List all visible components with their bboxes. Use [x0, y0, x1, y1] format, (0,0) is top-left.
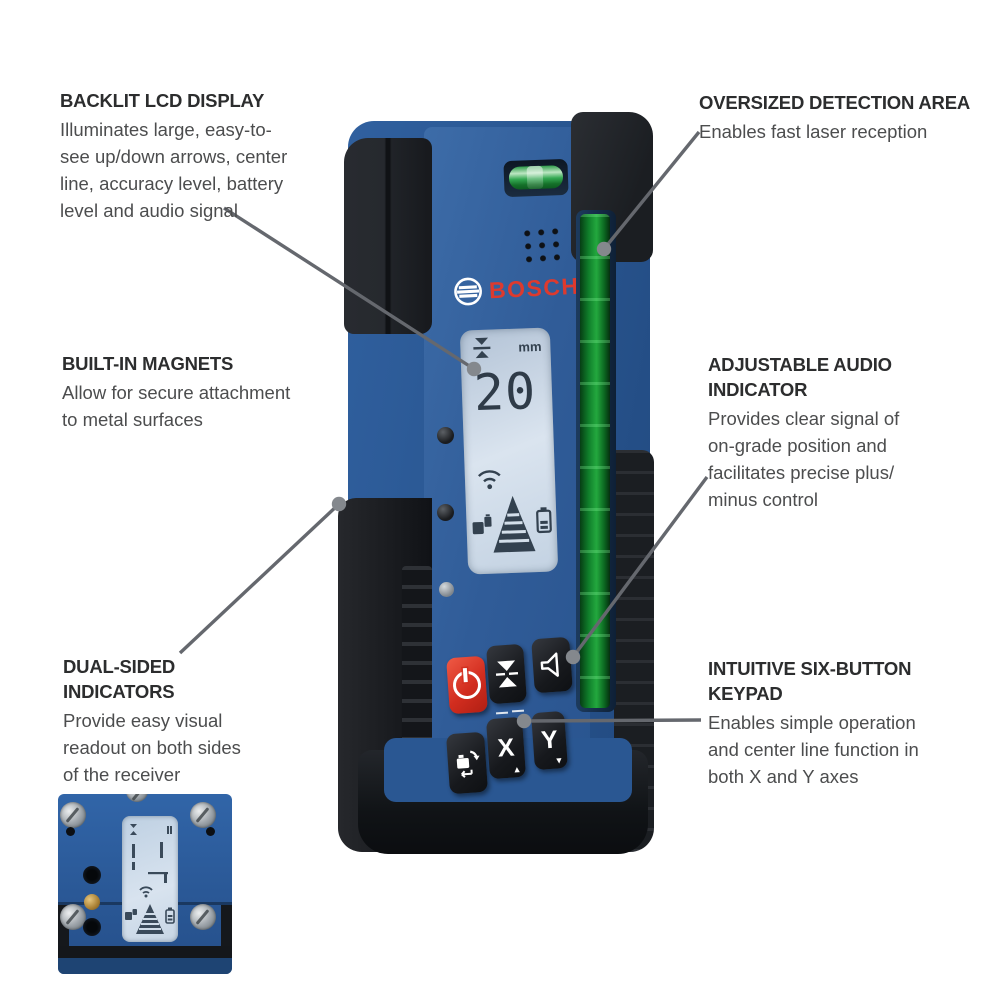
magnet-screw — [190, 904, 216, 930]
callout-title: ADJUSTABLE AUDIO INDICATOR — [708, 354, 892, 400]
callout-body: Illuminates large, easy-to- see up/down … — [60, 119, 288, 221]
battery-icon — [536, 507, 552, 534]
magnet-screw — [60, 904, 86, 930]
brass-screw — [84, 894, 100, 910]
mount-mode-icon — [456, 750, 480, 778]
x-key-label: X — [496, 732, 516, 763]
magnet-screw — [126, 794, 148, 802]
detection-strip-recess — [576, 210, 616, 712]
led-indicator — [439, 582, 454, 597]
y-axis-button: Y ▼ — [531, 710, 568, 771]
callout-dual-sided-indicators: DUAL-SIDED INDICATORS Provide easy visua… — [63, 654, 313, 788]
rear-lcd-display — [122, 816, 178, 942]
top-left-rubber-bumper — [344, 138, 432, 334]
magnet-screw — [60, 802, 86, 828]
led-indicator — [437, 504, 454, 521]
callout-title: BUILT-IN MAGNETS — [62, 353, 234, 374]
callout-body: Allow for secure attachment to metal sur… — [62, 382, 291, 430]
mount-mode-button — [445, 731, 489, 795]
audio-button — [531, 636, 573, 694]
callout-title: INTUITIVE SIX-BUTTON KEYPAD — [708, 658, 912, 704]
mount-hole — [83, 866, 101, 884]
side-bumper-edge — [58, 905, 69, 963]
bubble-level-window — [503, 158, 569, 198]
callout-body: Provides clear signal of on-grade positi… — [708, 408, 900, 510]
lcd-unit-label: mm — [518, 339, 542, 355]
speaker-icon — [540, 652, 559, 677]
callout-oversized-detection-area: OVERSIZED DETECTION AREA Enables fast la… — [699, 90, 997, 145]
callout-built-in-magnets: BUILT-IN MAGNETS Allow for secure attach… — [62, 351, 352, 433]
callout-backlit-lcd-display: BACKLIT LCD DISPLAY Illuminates large, e… — [60, 88, 340, 224]
callout-body: Provide easy visual readout on both side… — [63, 710, 241, 785]
led-indicator — [437, 427, 454, 444]
housing-pin — [206, 827, 215, 836]
speaker-grille — [517, 222, 563, 266]
housing-pin — [66, 827, 75, 836]
callout-title: DUAL-SIDED INDICATORS — [63, 656, 176, 702]
centerline-key-icon — [495, 660, 518, 688]
brand-wordmark: BOSCH — [488, 272, 581, 303]
centerline-icon — [473, 337, 491, 359]
bottom-housing — [58, 958, 232, 974]
y-key-label: Y — [540, 725, 559, 755]
callout-intuitive-six-button-keypad: INTUITIVE SIX-BUTTON KEYPAD Enables simp… — [708, 656, 968, 790]
power-icon — [452, 670, 482, 700]
bubble-level-vial — [508, 165, 564, 190]
magnet-screw — [190, 802, 216, 828]
callout-title: OVERSIZED DETECTION AREA — [699, 92, 971, 113]
y-key-arrow-icon: ▼ — [554, 755, 564, 766]
wifi-icon — [477, 470, 501, 483]
receiver-battery-icon — [472, 514, 492, 535]
laser-detection-strip — [580, 214, 610, 708]
receiver-back-view-inset — [58, 794, 232, 974]
lcd-value: 20 — [473, 362, 537, 422]
power-button — [446, 655, 488, 715]
mount-hole — [83, 918, 101, 936]
bottom-edge — [58, 946, 232, 958]
bosch-emblem-icon — [454, 277, 482, 306]
callout-title: BACKLIT LCD DISPLAY — [60, 90, 265, 111]
centerline-button — [486, 643, 527, 705]
x-key-arrow-icon: ▲ — [512, 763, 522, 775]
callout-body: Enables fast laser reception — [699, 121, 928, 142]
x-axis-button: X ▲ — [485, 716, 527, 780]
callout-adjustable-audio-indicator: ADJUSTABLE AUDIO INDICATOR Provides clea… — [708, 352, 958, 513]
accuracy-triangle-icon — [493, 495, 536, 553]
lcd-display: mm 20 — [459, 327, 559, 575]
side-bumper-edge — [221, 905, 232, 963]
callout-body: Enables simple operation and center line… — [708, 712, 919, 787]
